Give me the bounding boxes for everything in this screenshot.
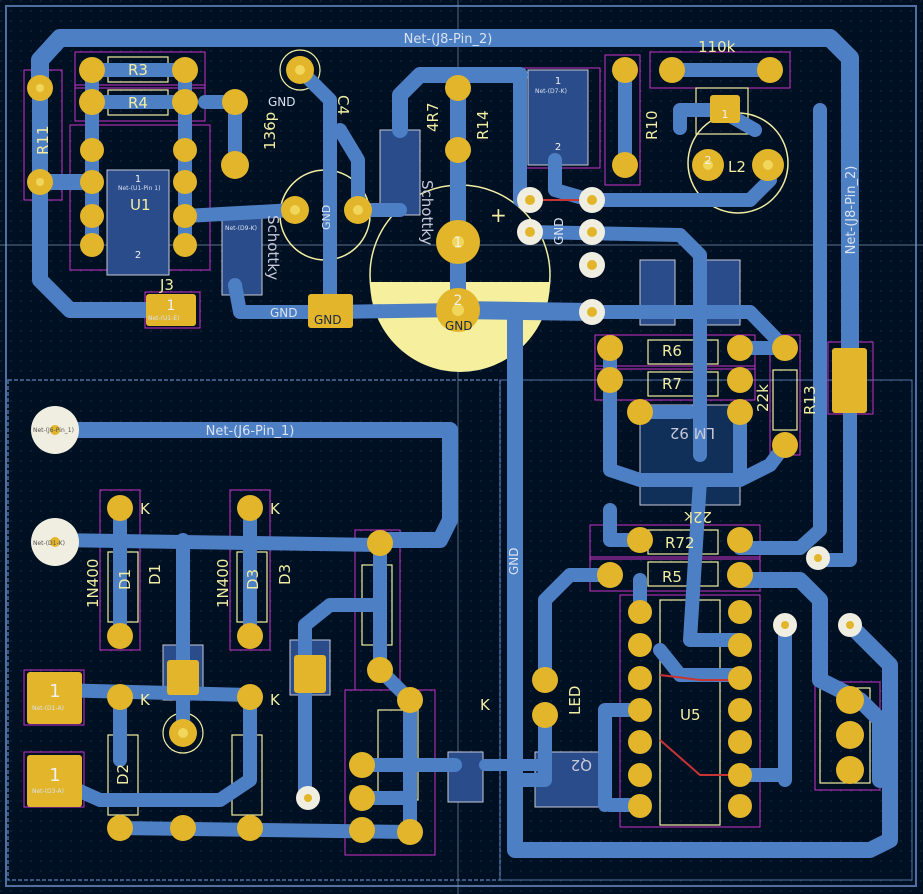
pads bbox=[27, 56, 867, 845]
label-dk-net: Net-(D1-K) bbox=[33, 540, 65, 547]
ref-r14: R14 bbox=[474, 110, 492, 140]
label-j1-net: Net-(D3-A) bbox=[32, 788, 64, 795]
ref-22k-b: 22k bbox=[684, 508, 712, 526]
ref-j3: J3 bbox=[159, 276, 174, 294]
net-label-gnd-6: GND bbox=[320, 205, 333, 230]
pad-num-d7-2: 2 bbox=[555, 142, 561, 153]
capacitor-plus-mark: + bbox=[490, 203, 507, 227]
ref-22k: 22k bbox=[754, 384, 772, 412]
ref-4r7: 4R7 bbox=[424, 102, 442, 132]
pad-num-j2: 1 bbox=[49, 681, 60, 702]
label-d9-net: Net-(D9-K) bbox=[225, 225, 257, 232]
net-label-j8-pin2-right: Net-(J8-Pin_2) bbox=[844, 166, 859, 255]
net-label-gnd-7: GND bbox=[314, 313, 342, 327]
ref-r3: R3 bbox=[128, 61, 148, 79]
ref-schottky-2: Schottky bbox=[264, 215, 282, 280]
net-label-j8-pin2-top: Net-(J8-Pin_2) bbox=[404, 32, 493, 47]
ref-k-3: K bbox=[140, 691, 151, 709]
label-j2-net: Net-(D1-A) bbox=[32, 705, 64, 712]
ref-k-4: K bbox=[270, 691, 281, 709]
ref-r13: R13 bbox=[801, 385, 819, 415]
ref-d1: D1 bbox=[116, 569, 134, 590]
pad-num-l2-1: 1 bbox=[722, 108, 729, 121]
pad-num-u1-1: 1 bbox=[135, 174, 141, 185]
ref-110k: 110k bbox=[698, 38, 736, 56]
board-outline bbox=[5, 5, 917, 887]
ref-r11: R11 bbox=[34, 125, 52, 155]
ref-led: LED bbox=[566, 686, 584, 715]
ref-u5: U5 bbox=[680, 706, 701, 724]
label-j6-net: Net-(J6-Pin_1) bbox=[33, 427, 74, 434]
label-u1-net: Net-(U1-Pin 1) bbox=[118, 185, 160, 192]
ref-u1: U1 bbox=[130, 196, 151, 214]
ref-d3: D3 bbox=[244, 569, 262, 590]
ref-1n400-a: 1N400 bbox=[84, 559, 102, 608]
net-label-gnd-1: GND bbox=[268, 95, 296, 109]
ref-l2: L2 bbox=[728, 158, 746, 176]
ref-d3-side: D3 bbox=[276, 564, 294, 585]
net-label-gnd-2: GND bbox=[270, 306, 298, 320]
ref-r7: R7 bbox=[662, 375, 682, 393]
capacitor-top-silk bbox=[279, 49, 321, 91]
ref-k-1: K bbox=[140, 500, 151, 518]
label-d7-net: Net-(D7-K) bbox=[535, 88, 567, 95]
pad-num-c-2: 2 bbox=[454, 293, 463, 309]
ref-r5: R5 bbox=[662, 568, 682, 586]
pad-num-j3: 1 bbox=[167, 298, 176, 314]
ref-1n400-b: 1N400 bbox=[214, 559, 232, 608]
ref-k-2: K bbox=[270, 500, 281, 518]
net-label-gnd-3: GND bbox=[445, 319, 473, 333]
ref-d1-side: D1 bbox=[146, 564, 164, 585]
ref-k-5: K bbox=[480, 696, 491, 714]
net-label-j6-pin1: Net-(J6-Pin_1) bbox=[206, 424, 295, 439]
ref-lm: LM 92 bbox=[670, 424, 715, 442]
net-label-gnd-5: GND bbox=[552, 217, 566, 245]
ref-q2: Q2 bbox=[571, 756, 592, 774]
label-j3-net: Net-(U1-E) bbox=[148, 315, 180, 322]
pad-num-u1-2: 2 bbox=[135, 250, 141, 261]
ref-schottky: Schottky bbox=[418, 180, 436, 245]
net-label-gnd-4: GND bbox=[507, 547, 521, 575]
ref-r4: R4 bbox=[128, 94, 148, 112]
pad-num-j1: 1 bbox=[49, 765, 60, 786]
pad-num-l2-2: 2 bbox=[705, 154, 712, 167]
pad-num-d7-1: 1 bbox=[555, 76, 561, 87]
ref-r72: R72 bbox=[665, 534, 695, 552]
ref-r10: R10 bbox=[643, 110, 661, 140]
ref-d2: D2 bbox=[114, 764, 132, 785]
vias bbox=[31, 187, 862, 810]
pad-num-c-1: 1 bbox=[454, 235, 463, 251]
ref-r6: R6 bbox=[662, 342, 682, 360]
ref-c4: C4 bbox=[334, 95, 352, 115]
ref-136p: 136p bbox=[261, 112, 279, 150]
